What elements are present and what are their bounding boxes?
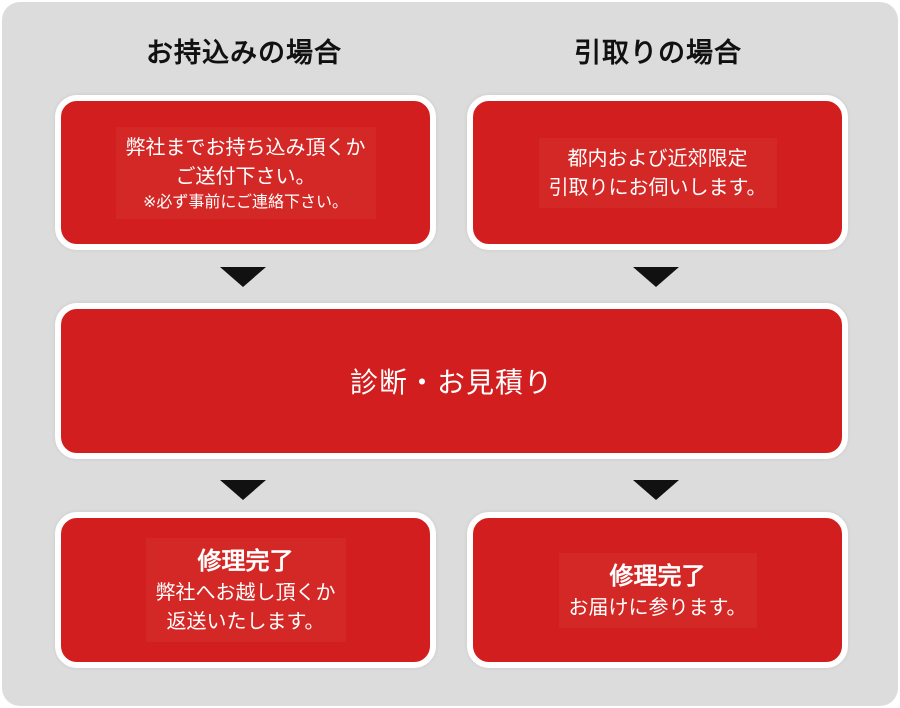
carry-in-line1: 弊社までお持ち込み頂くか	[125, 134, 366, 159]
step-diagnosis-box: 診断・お見積り	[55, 303, 848, 459]
step-carry-in-text: 弊社までお持ち込み頂くか ご送付下さい。 ※必ず事前にご連絡下さい。	[115, 126, 376, 219]
pickup-line1: 都内および近郊限定	[567, 145, 748, 170]
heading-pickup: 引取りの場合	[574, 38, 742, 69]
arrow-down-icon	[633, 480, 679, 500]
step-complete-left-box: 修理完了 弊社へお越し頂くか 返送いたします。	[55, 512, 436, 668]
complete-right-title: 修理完了	[609, 561, 706, 590]
step-carry-in-box: 弊社までお持ち込み頂くか ご送付下さい。 ※必ず事前にご連絡下さい。	[55, 95, 436, 250]
step-pickup-text: 都内および近郊限定 引取りにお伺いします。	[538, 137, 777, 208]
step-pickup-box: 都内および近郊限定 引取りにお伺いします。	[467, 95, 848, 250]
complete-right-line1: お届けに参ります。	[568, 594, 747, 619]
pickup-line2: 引取りにお伺いします。	[548, 174, 767, 199]
carry-in-note: ※必ず事前にご連絡下さい。	[142, 191, 349, 211]
complete-right-text: 修理完了 お届けに参ります。	[558, 552, 757, 628]
complete-left-title: 修理完了	[197, 547, 294, 575]
complete-left-line2: 返送いたします。	[166, 609, 325, 633]
step-complete-right-box: 修理完了 お届けに参ります。	[467, 512, 848, 668]
complete-left-text: 修理完了 弊社へお越し頂くか 返送いたします。	[145, 538, 346, 642]
heading-carry-in: お持込みの場合	[146, 38, 342, 69]
carry-in-line2: ご送付下さい。	[175, 163, 316, 188]
arrow-down-icon	[633, 267, 679, 287]
complete-left-line1: 弊社へお越し頂くか	[155, 580, 336, 604]
diagnosis-label: 診断・お見積り	[349, 366, 553, 399]
arrow-down-icon	[220, 480, 266, 500]
arrow-down-icon	[220, 267, 266, 287]
